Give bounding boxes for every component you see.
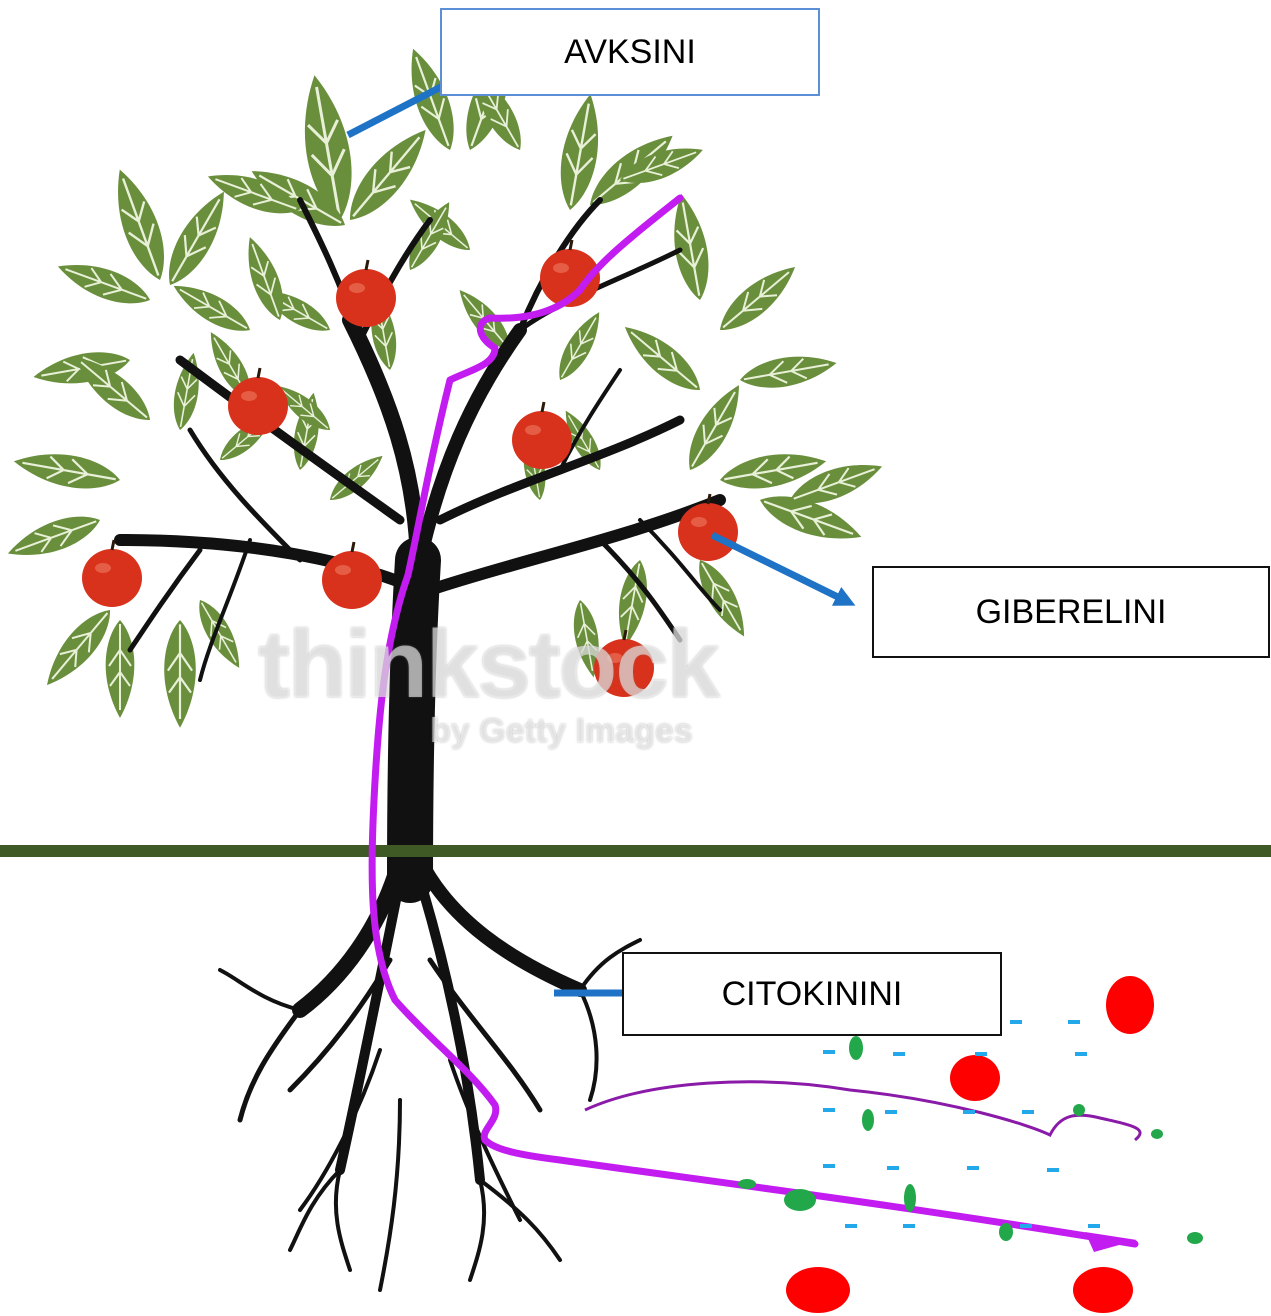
watermark-byline: by Getty Images [430, 712, 693, 751]
label-citokinini-text: CITOKININI [722, 975, 903, 1014]
label-giberelini: GIBERELINI [872, 566, 1270, 658]
label-giberelini-text: GIBERELINI [976, 593, 1167, 632]
tree-roots [220, 860, 640, 1290]
thin-flow-line [585, 1082, 1140, 1140]
flow-path-tip [1085, 1232, 1137, 1252]
ground-line [0, 845, 1271, 857]
label-citokinini: CITOKININI [622, 952, 1002, 1036]
label-avksini-text: AVKSINI [564, 33, 696, 72]
label-avksini: AVKSINI [440, 8, 820, 96]
watermark-brand: thinkstock [258, 610, 718, 720]
